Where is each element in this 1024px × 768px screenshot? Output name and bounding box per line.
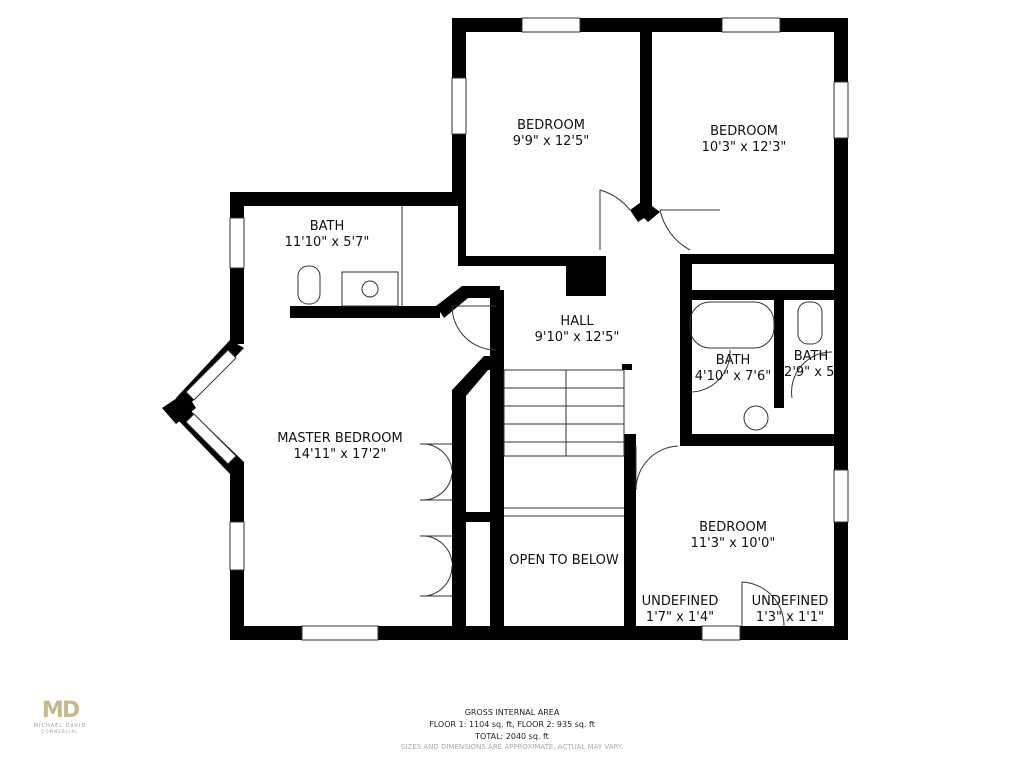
toilet-icon (797, 301, 823, 345)
room-open-to-below: OPEN TO BELOW (509, 553, 619, 568)
svg-text:HALL: HALL (560, 314, 594, 329)
svg-text:BEDROOM: BEDROOM (710, 124, 778, 139)
svg-text:UNDEFINED: UNDEFINED (642, 594, 719, 609)
svg-text:1'3" x 1'1": 1'3" x 1'1" (756, 610, 824, 625)
vanity-icon (341, 271, 399, 307)
door-swings (419, 189, 833, 627)
svg-text:10'3" x 12'3": 10'3" x 12'3" (702, 140, 787, 155)
svg-text:OPEN TO BELOW: OPEN TO BELOW (509, 553, 619, 568)
svg-text:11'3" x 10'0": 11'3" x 10'0" (691, 536, 776, 551)
svg-text:BATH: BATH (716, 353, 751, 368)
windows (185, 17, 849, 641)
svg-text:14'11" x 17'2": 14'11" x 17'2" (294, 447, 387, 462)
svg-text:11'10" x 5'7": 11'10" x 5'7" (285, 235, 370, 250)
logo-name: MICHAEL DAVID (33, 723, 87, 729)
svg-text:BEDROOM: BEDROOM (699, 520, 767, 535)
svg-text:2'9" x 5': 2'9" x 5' (784, 365, 838, 380)
svg-text:1'7" x 1'4": 1'7" x 1'4" (646, 610, 714, 625)
logo: MD MICHAEL DAVID COMMERCIAL (30, 698, 90, 734)
sink-icon (743, 405, 769, 431)
fixtures (297, 189, 833, 627)
svg-text:9'9" x 12'5": 9'9" x 12'5" (513, 134, 589, 149)
svg-text:BEDROOM: BEDROOM (517, 118, 585, 133)
footer-floors: FLOOR 1: 1104 sq. ft, FLOOR 2: 935 sq. f… (429, 720, 595, 729)
svg-text:BATH: BATH (310, 219, 345, 234)
svg-text:4'10" x 7'6": 4'10" x 7'6" (695, 369, 771, 384)
bathtub-icon (689, 301, 775, 349)
logo-mark: MD (41, 698, 80, 723)
footer-total: TOTAL: 2040 sq. ft (475, 732, 549, 741)
svg-text:BATH: BATH (794, 349, 829, 364)
svg-text:MASTER BEDROOM: MASTER BEDROOM (277, 431, 403, 446)
svg-text:UNDEFINED: UNDEFINED (752, 594, 829, 609)
staircase-icon (503, 369, 625, 517)
logo-sub: COMMERCIAL (41, 729, 79, 734)
toilet-icon (297, 265, 321, 305)
footer-disclaimer: SIZES AND DIMENSIONS ARE APPROXIMATE, AC… (400, 743, 624, 751)
svg-text:9'10" x 12'5": 9'10" x 12'5" (535, 330, 620, 345)
footer-title: GROSS INTERNAL AREA (464, 708, 560, 717)
